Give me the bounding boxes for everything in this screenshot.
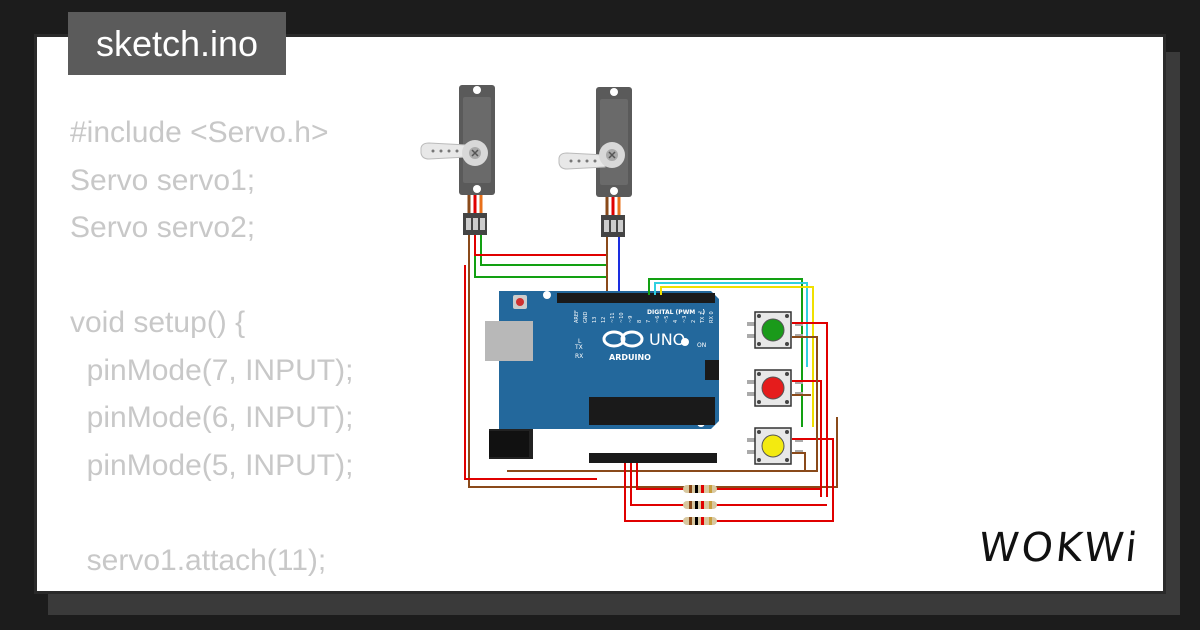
code-line: Servo servo1;: [70, 163, 256, 197]
pin-label: 7: [646, 320, 652, 323]
arduino-uno-board[interactable]: UNO ARDUINO DIGITAL (PWM ~) POWER ANALOG…: [485, 291, 721, 463]
code-snippet: #include <Servo.h> Servo servo1; Servo ser…: [70, 109, 470, 591]
pin-label: A2: [691, 444, 697, 451]
pin-label: 4: [673, 320, 679, 323]
pin-label: AREF: [574, 310, 580, 323]
digital-label: DIGITAL (PWM ~): [647, 309, 705, 316]
servo-1[interactable]: [420, 85, 495, 235]
preview-card: #include <Servo.h> Servo servo1; Servo ser…: [34, 34, 1166, 594]
resistor-1[interactable]: [683, 485, 717, 493]
resistor-3[interactable]: [683, 517, 717, 525]
code-line: pinMode(5, INPUT);: [70, 448, 354, 482]
code-line: void setup() {: [70, 306, 246, 339]
pin-label: A4: [707, 444, 713, 451]
pin-label: GND: [627, 439, 633, 451]
pin-label: RESET: [603, 434, 609, 451]
code-line: pinMode(7, INPUT);: [70, 353, 354, 387]
resistor-2[interactable]: [683, 501, 717, 509]
code-line: #include <Servo.h>: [70, 116, 329, 149]
power-label: POWER: [632, 436, 657, 443]
pin-label: TX 1: [700, 312, 706, 324]
pin-label: A5: [715, 444, 721, 451]
wokwi-logo: WOKWi: [976, 525, 1143, 571]
pushbutton-red[interactable]: [747, 369, 803, 407]
board-model: UNO: [649, 330, 685, 349]
pin-label: 2: [691, 320, 697, 323]
pin-label: RX 0: [709, 311, 715, 323]
tx-label: TX: [574, 344, 583, 351]
pin-label: ~10: [619, 312, 625, 323]
pin-label: ~6: [655, 316, 661, 323]
code-line: Servo servo2;: [70, 211, 256, 244]
pin-label: A1: [683, 444, 689, 451]
pin-label: 13: [592, 317, 598, 323]
pushbutton-green[interactable]: [747, 311, 803, 349]
pin-label: ~5: [664, 316, 670, 323]
pin-label: 12: [601, 317, 607, 323]
board-brand: ARDUINO: [609, 353, 651, 362]
pin-label: 5V: [619, 444, 625, 451]
rx-label: RX: [575, 353, 583, 360]
servo-2[interactable]: [558, 87, 632, 237]
pin-label: ~3: [682, 316, 688, 323]
code-line: servo1.attach(11);: [70, 543, 327, 577]
pin-label: GND: [583, 311, 589, 323]
circuit-diagram: UNO ARDUINO DIGITAL (PWM ~) POWER ANALOG…: [420, 85, 838, 525]
code-line: pinMode(6, INPUT);: [70, 401, 354, 434]
analog-label: ANALOG IN: [673, 436, 710, 443]
pushbutton-yellow[interactable]: [747, 427, 803, 465]
pin-label: A0: [675, 444, 681, 451]
pin-label: ~9: [628, 316, 634, 323]
pin-label: 8: [637, 320, 643, 323]
pin-label: A3: [699, 444, 705, 451]
pin-label: IOREF: [595, 436, 601, 451]
on-label: ON: [697, 342, 706, 349]
l-label: L: [578, 338, 582, 345]
pin-label: 3.3V: [611, 439, 617, 451]
pin-label: GND: [635, 439, 641, 451]
file-name-tab: sketch.ino: [68, 12, 286, 75]
pin-label: ~11: [610, 312, 616, 323]
pin-label: Vin: [643, 443, 649, 451]
